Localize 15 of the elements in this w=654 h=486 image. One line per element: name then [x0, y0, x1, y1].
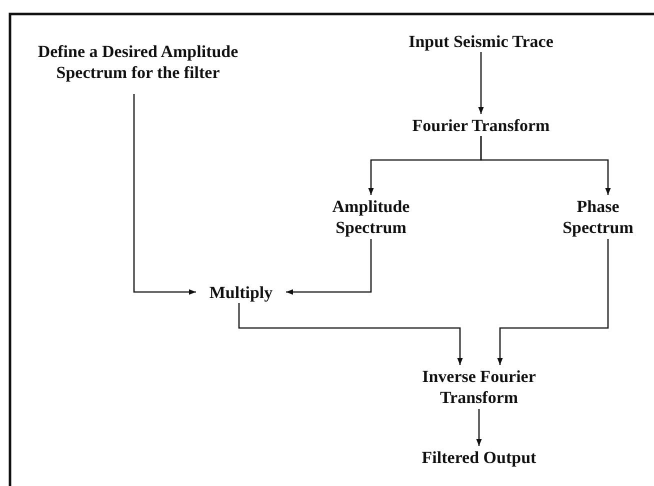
step-label: Multiply — [209, 282, 273, 302]
step-label: Fourier Transform — [412, 114, 550, 136]
step-label: Phase Spectrum — [562, 196, 634, 238]
step-label: Define a Desired Amplitude Spectrum for the filter — [36, 41, 240, 83]
arrow — [238, 303, 463, 365]
step-label: Input Seismic Trace — [408, 30, 554, 52]
arrow — [133, 94, 196, 295]
step-label: Filtered Output — [422, 446, 536, 468]
arrow — [286, 239, 372, 295]
arrow — [480, 136, 611, 195]
step-label: Amplitude Spectrum — [331, 196, 411, 238]
arrow — [476, 409, 482, 446]
step-label: Inverse Fourier Transform — [421, 366, 537, 408]
arrow — [497, 239, 609, 365]
arrow — [478, 52, 484, 114]
